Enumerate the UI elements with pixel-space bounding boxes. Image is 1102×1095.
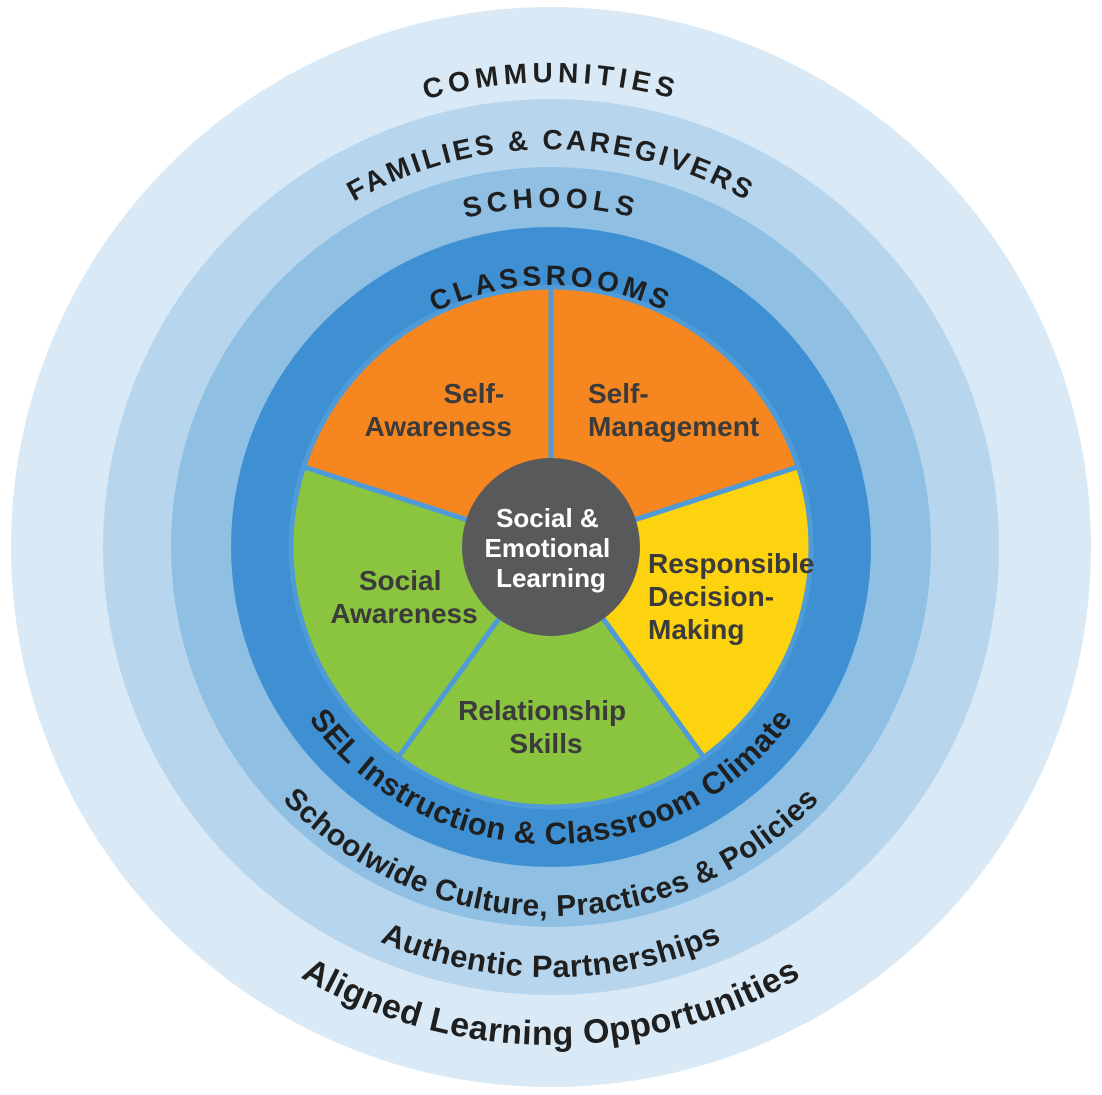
center-label: Social & Emotional Learning xyxy=(485,503,618,593)
center-label-line: Emotional xyxy=(485,533,611,563)
sel-wheel-segments xyxy=(288,284,814,810)
segment-label-line: Self- xyxy=(444,378,505,409)
segment-label-line: Responsible xyxy=(648,548,814,579)
segment-relationship-skills-label: Relationship Skills xyxy=(458,695,634,759)
segment-label-line: Management xyxy=(588,411,759,442)
center-circle xyxy=(462,458,640,636)
segment-self-awareness xyxy=(301,284,554,550)
segment-label-line: Awareness xyxy=(365,411,512,442)
segment-social-awareness-label: Social Awareness xyxy=(330,565,477,629)
center-label-line: Social & xyxy=(496,503,599,533)
center-label-line: Learning xyxy=(496,563,606,593)
segment-label-line: Self- xyxy=(588,378,649,409)
segment-label-line: Making xyxy=(648,614,744,645)
segment-relationship-skills xyxy=(395,544,707,810)
segment-label-line: Relationship xyxy=(458,695,626,726)
segment-responsible-decision-making-label: Responsible Decision- Making xyxy=(648,548,822,645)
segment-label-line: Awareness xyxy=(330,598,477,629)
segment-self-awareness-label: Self- Awareness xyxy=(365,378,512,442)
segment-self-management xyxy=(548,284,801,550)
segment-label-line: Skills xyxy=(509,728,582,759)
segment-label-line: Social xyxy=(359,565,441,596)
segment-label-line: Decision- xyxy=(648,581,774,612)
segment-self-management-label: Self- Management xyxy=(588,378,759,442)
